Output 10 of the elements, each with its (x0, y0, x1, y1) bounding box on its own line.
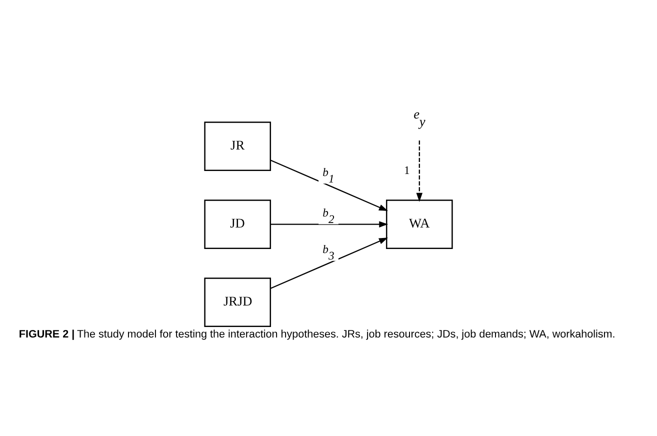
node-box: JD (204, 199, 272, 248)
node-box: JR (204, 121, 272, 170)
arrow (416, 140, 423, 202)
arrow (270, 237, 388, 288)
node-box: JRJD (204, 277, 272, 327)
edge-label: 1 (404, 163, 410, 176)
arrow (270, 220, 388, 227)
arrow (270, 159, 388, 211)
node-box: WA (386, 199, 453, 248)
caption: FIGURE 2 | The study model for testing the interaction hypotheses. JRs, job resources; JDs, job demands; WA, workaholism. (18, 328, 616, 340)
